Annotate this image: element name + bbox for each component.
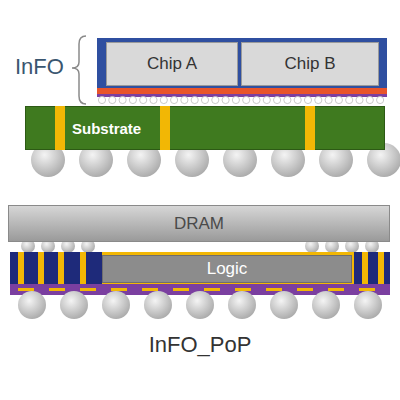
dram-die: DRAM — [8, 205, 390, 242]
logic-die: Logic — [102, 255, 352, 283]
via — [160, 106, 170, 150]
micro-bump — [191, 96, 198, 103]
trace — [111, 288, 127, 291]
tiv-block — [10, 252, 102, 285]
solder-ball — [144, 291, 172, 319]
info-layer — [10, 252, 390, 285]
micro-bump — [109, 96, 116, 103]
rdl-layer — [97, 88, 387, 94]
die-label: DRAM — [174, 214, 224, 234]
trace — [204, 288, 220, 291]
bracket — [72, 36, 86, 104]
molding-compound — [97, 38, 387, 92]
micro-bump — [140, 96, 147, 103]
solder-balls — [18, 291, 382, 319]
micro-bump — [325, 96, 332, 103]
micro-bump — [315, 96, 322, 103]
trace — [80, 288, 96, 291]
micro-bump — [232, 96, 239, 103]
tiv — [378, 252, 384, 285]
substrate-band: Substrate — [25, 106, 385, 150]
trace — [173, 288, 189, 291]
solder-ball — [186, 291, 214, 319]
trace — [328, 288, 344, 291]
micro-bump — [129, 96, 136, 103]
tiv — [38, 252, 44, 285]
chip-die: Chip A — [106, 42, 238, 86]
micro-bump — [294, 96, 301, 103]
trace — [49, 288, 65, 291]
solder-ball — [18, 291, 46, 319]
die-label: Logic — [207, 259, 248, 279]
tiv — [58, 252, 64, 285]
micro-bump — [243, 96, 250, 103]
micro-bump — [253, 96, 260, 103]
die-label: Chip A — [147, 54, 197, 74]
micro-bumps — [98, 96, 383, 103]
rdl-base — [97, 94, 387, 97]
via — [55, 106, 65, 150]
micro-bump — [356, 96, 363, 103]
tiv — [18, 252, 24, 285]
chip-die: Chip B — [241, 42, 379, 86]
tiv-block — [354, 252, 390, 285]
trace — [235, 288, 251, 291]
trace — [18, 288, 34, 291]
trace — [359, 288, 375, 291]
caption: InFO_PoP — [0, 332, 400, 358]
micro-bump — [201, 96, 208, 103]
micro-bump — [377, 96, 384, 103]
micro-bump — [119, 96, 126, 103]
solder-ball — [60, 291, 88, 319]
micro-bump — [171, 96, 178, 103]
micro-bump — [222, 96, 229, 103]
tiv — [80, 252, 86, 285]
micro-bump — [160, 96, 167, 103]
trace — [297, 288, 313, 291]
solder-ball — [354, 291, 382, 319]
rdl-traces — [18, 288, 375, 291]
package-label: InFO — [15, 54, 64, 80]
via — [305, 106, 315, 150]
solder-ball — [102, 291, 130, 319]
die-label: Substrate — [72, 120, 141, 137]
micro-bump — [366, 96, 373, 103]
micro-bump — [150, 96, 157, 103]
micro-bump — [346, 96, 353, 103]
solder-ball — [228, 291, 256, 319]
micro-bump — [181, 96, 188, 103]
trace — [142, 288, 158, 291]
die-label: Chip B — [284, 54, 335, 74]
micro-bump — [274, 96, 281, 103]
micro-bump — [263, 96, 270, 103]
micro-bump — [98, 96, 105, 103]
micro-bump — [212, 96, 219, 103]
micro-bump — [284, 96, 291, 103]
solder-ball — [312, 291, 340, 319]
through-info-vias — [18, 252, 384, 285]
micro-bump — [304, 96, 311, 103]
trace — [266, 288, 282, 291]
solder-ball — [270, 291, 298, 319]
micro-bump — [335, 96, 342, 103]
tiv — [362, 252, 368, 285]
